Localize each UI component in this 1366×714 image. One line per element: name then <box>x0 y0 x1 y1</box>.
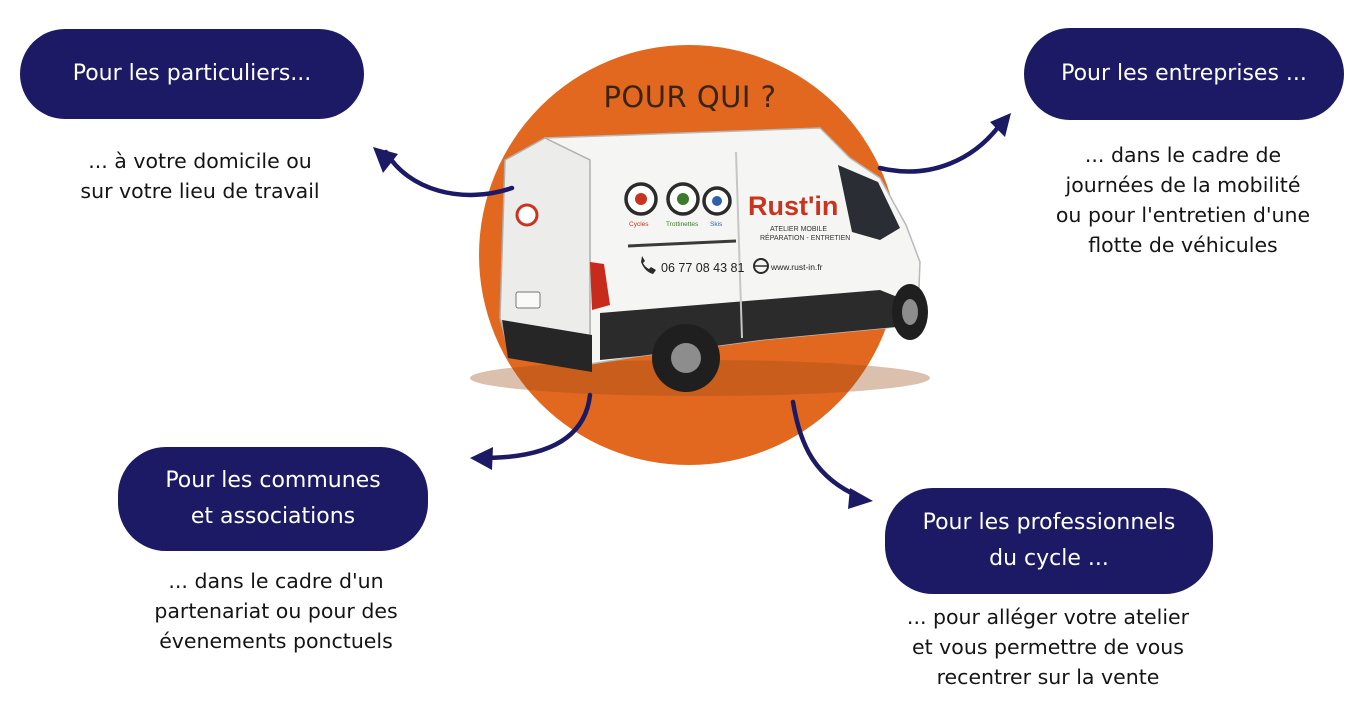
ski-logo-core-icon <box>712 196 722 206</box>
pill-communes: Pour les communes et associations <box>118 447 428 551</box>
desc-entreprises-line-4: flotte de véhicules <box>1088 233 1278 257</box>
van-door-rail <box>627 239 737 248</box>
pill-professionnels: Pour les professionnels du cycle ... <box>885 488 1213 594</box>
van-shadow <box>470 360 930 396</box>
desc-particuliers-line-2: sur votre lieu de travail <box>80 179 320 203</box>
desc-communes-line-3: évenements ponctuels <box>159 629 393 653</box>
van-brand-subtitle-2: RÉPARATION - ENTRETIEN <box>760 233 850 242</box>
desc-entreprises-line-2: journées de la mobilité <box>1065 173 1301 197</box>
van-rear-hub <box>671 343 701 373</box>
pill-particuliers: Pour les particuliers... <box>20 29 364 119</box>
rear-emblem-icon <box>515 203 539 227</box>
pill-professionnels-title-line-2: du cycle ... <box>989 546 1109 571</box>
van-front-hub <box>902 299 918 325</box>
pill-communes-title-line-2: et associations <box>190 504 356 529</box>
ski-logo-icon <box>702 186 732 216</box>
pill-entreprises-title: Pour les entreprises ... <box>1061 61 1307 86</box>
van-phone-text: 06 77 08 43 81 <box>661 261 744 275</box>
van-tail-light <box>590 262 610 310</box>
cycles-logo-core-icon <box>635 193 647 205</box>
van-side-stripe <box>600 290 905 360</box>
desc-communes-line-1: ... dans le cadre d'un <box>168 569 384 593</box>
van-window <box>838 165 900 240</box>
desc-entreprises: ... dans le cadre de journées de la mobi… <box>1030 140 1336 260</box>
van-service-cycles: Cycles <box>629 221 649 228</box>
desc-particuliers-line-1: ... à votre domicile ou <box>88 149 312 173</box>
pill-particuliers-title: Pour les particuliers... <box>72 61 312 86</box>
scooter-logo-core-icon <box>677 193 689 205</box>
desc-professionnels-line-1: ... pour alléger votre atelier <box>906 605 1190 629</box>
van-brand-text: Rust'in <box>748 191 838 221</box>
van-service-skis: Skis <box>710 221 723 228</box>
van-website-text: www.rust-in.fr <box>770 262 823 272</box>
van-front-wheel <box>892 284 928 340</box>
van-rear-wheel <box>652 324 720 392</box>
desc-communes: ... dans le cadre d'un partenariat ou po… <box>136 566 416 656</box>
cycles-logo-icon <box>624 182 658 216</box>
desc-entreprises-line-1: ... dans le cadre de <box>1084 143 1282 167</box>
scooter-logo-icon <box>666 182 700 216</box>
desc-professionnels: ... pour alléger votre atelier et vous p… <box>880 602 1216 692</box>
van-door-seam <box>735 151 743 339</box>
desc-communes-line-2: partenariat ou pour des <box>154 599 398 623</box>
pill-communes-title-line-1: Pour les communes <box>165 468 381 493</box>
desc-professionnels-line-2: et vous permettre de vous <box>912 635 1184 659</box>
van-service-scooters: Trottinettes <box>666 221 699 228</box>
desc-particuliers: ... à votre domicile ou sur votre lieu d… <box>50 146 350 206</box>
desc-professionnels-line-3: recentrer sur la vente <box>936 665 1160 689</box>
van-brand-subtitle-1: ATELIER MOBILE <box>770 226 827 233</box>
van-license-plate <box>515 291 541 309</box>
phone-icon <box>641 256 656 274</box>
pill-professionnels-title-line-1: Pour les professionnels <box>922 510 1176 535</box>
globe-icon <box>753 258 769 274</box>
center-title: POUR QUI ? <box>603 80 777 114</box>
van-body-rear <box>499 137 591 371</box>
van-body-side <box>544 127 921 365</box>
pill-entreprises: Pour les entreprises ... <box>1024 28 1344 120</box>
van-rear-bumper <box>502 320 592 372</box>
desc-entreprises-line-3: ou pour l'entretien d'une <box>1055 203 1311 227</box>
